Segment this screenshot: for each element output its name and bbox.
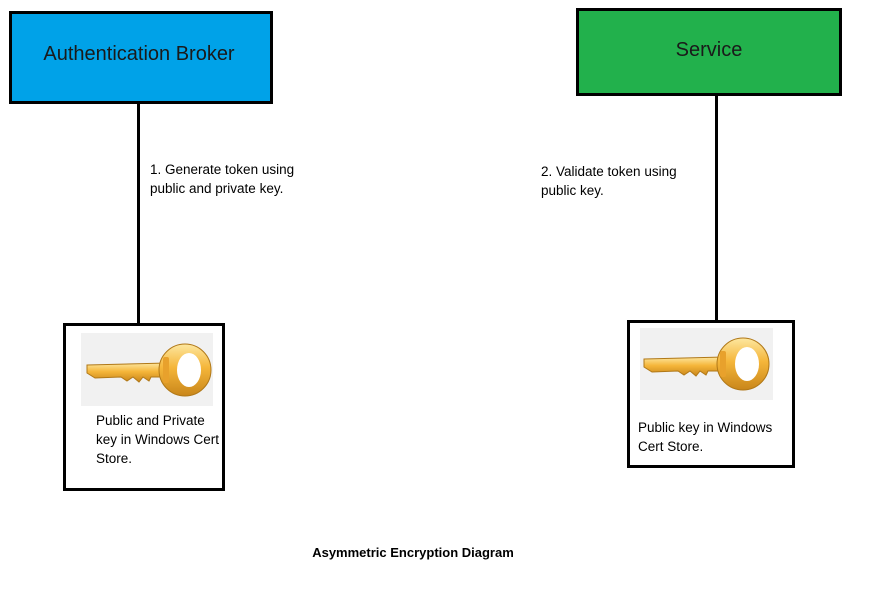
key-icon <box>81 333 213 406</box>
private-key-store-label: Public and Private key in Windows Cert S… <box>96 413 220 466</box>
step-generate-token: 1. Generate token using public and priva… <box>150 162 295 196</box>
public-key-store-box: Public key in Windows Cert Store. <box>627 320 795 468</box>
authentication-broker-box: Authentication Broker <box>9 11 273 104</box>
broker-connector-line <box>137 104 140 326</box>
private-key-store-box: Public and Private key in Windows Cert S… <box>63 323 225 491</box>
key-icon <box>640 328 773 400</box>
authentication-broker-label: Authentication Broker <box>43 43 235 65</box>
service-label: Service <box>675 38 743 61</box>
step-validate-token: 2. Validate token using public key. <box>541 164 677 198</box>
service-box: Service <box>576 8 842 96</box>
public-key-store-label: Public key in Windows Cert Store. <box>638 420 773 454</box>
diagram-caption: Asymmetric Encryption Diagram <box>312 545 514 560</box>
service-connector-line <box>715 96 718 322</box>
